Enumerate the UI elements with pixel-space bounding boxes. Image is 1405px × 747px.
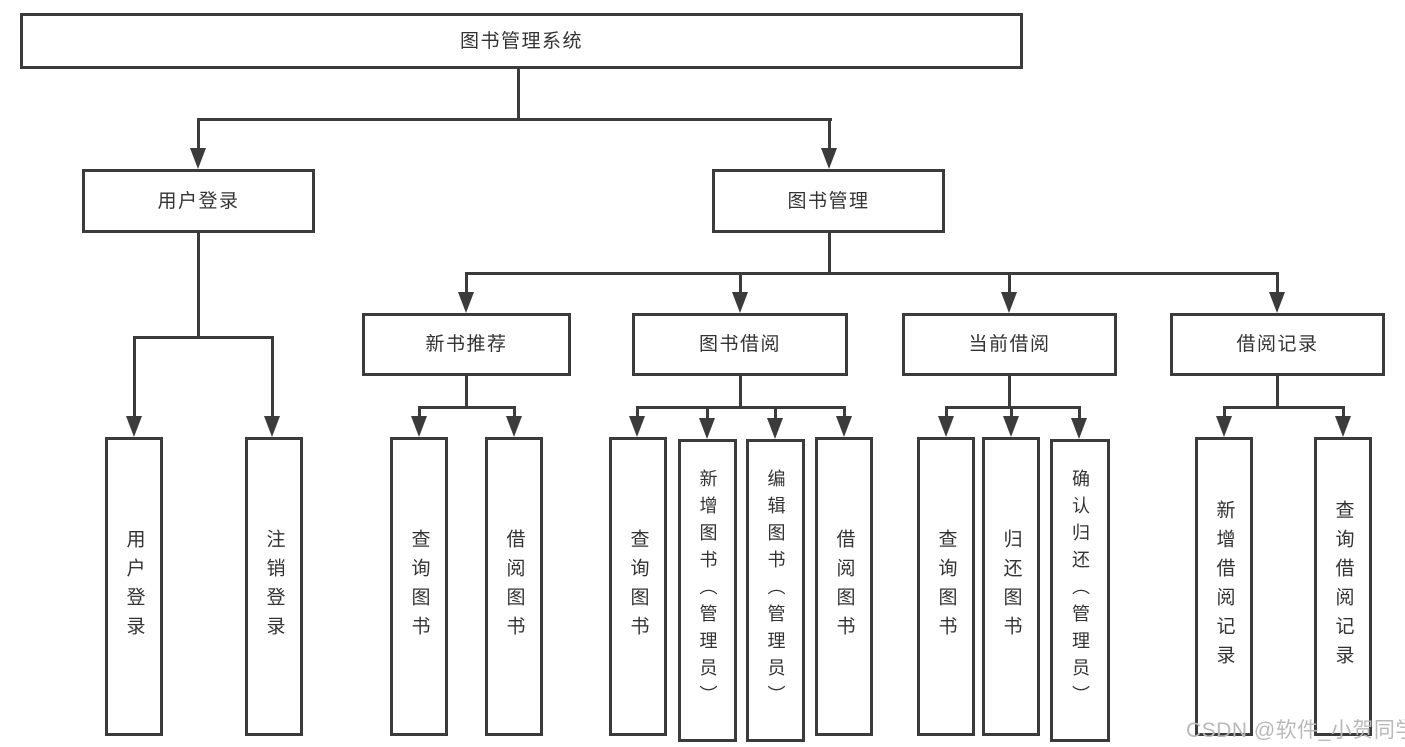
node-system-root-label: 图书管理系统 [459,30,583,52]
leaf-query-book-borrow-label: 查询图书 [627,528,649,645]
connector-line [196,117,832,121]
leaf-logout-label: 注销登录 [263,528,285,645]
arrow-down-icon [190,148,206,169]
leaf-add-book-admin-label: 新增图书（管理员） [697,469,718,712]
node-book-management: 图书管理 [712,169,945,233]
connector-line [464,273,468,300]
arrow-down-icon [1335,416,1351,437]
arrow-down-icon [264,416,280,437]
arrow-down-icon [411,416,427,437]
arrow-down-icon [1071,418,1087,439]
connector-line [1009,407,1013,424]
arrow-down-icon [1003,416,1019,437]
connector-line [1077,407,1081,426]
connector-line [1222,407,1226,424]
leaf-return-book-label: 归还图书 [1000,528,1022,645]
arrow-down-icon [767,418,783,439]
leaf-query-book-borrow: 查询图书 [609,437,667,736]
leaf-borrow-book-recommend: 借阅图书 [485,437,543,736]
leaf-query-borrow-record: 查询借阅记录 [1314,437,1372,736]
arrow-down-icon [1269,292,1285,313]
connector-line [1275,376,1279,407]
connector-line [1007,376,1011,407]
connector-line [132,335,274,339]
arrow-down-icon [732,292,748,313]
arrow-down-icon [938,416,954,437]
node-new-book-recommend: 新书推荐 [362,313,571,376]
connector-line [196,119,200,155]
node-borrow-records: 借阅记录 [1170,313,1385,376]
connector-line [417,407,421,424]
connector-line [1007,273,1011,300]
node-book-borrow: 图书借阅 [632,313,848,376]
connector-line [196,233,200,337]
node-new-book-recommend-label: 新书推荐 [425,334,508,355]
node-user-login-label: 用户登录 [157,190,240,212]
connector-line [827,233,831,273]
leaf-query-book-recommend: 查询图书 [390,437,448,736]
leaf-user-login: 用户登录 [105,437,163,736]
connector-line [270,337,274,424]
leaf-edit-book-admin: 编辑图书（管理员） [746,439,805,742]
connector-line [417,405,516,409]
leaf-edit-book-admin-label: 编辑图书（管理员） [765,469,786,712]
arrow-down-icon [506,416,522,437]
connector-line [1222,405,1345,409]
connector-line [1341,407,1345,424]
node-book-borrow-label: 图书借阅 [698,334,781,355]
leaf-user-login-label: 用户登录 [123,528,145,645]
connector-line [738,376,742,407]
arrow-down-icon [699,418,715,439]
arrow-down-icon [821,148,837,169]
connector-line [842,407,846,424]
node-book-management-label: 图书管理 [787,190,870,212]
leaf-borrow-book-borrow-label: 借阅图书 [833,528,855,645]
node-system-root: 图书管理系统 [20,13,1023,69]
arrow-down-icon [458,292,474,313]
connector-line [944,407,948,424]
node-current-borrow: 当前借阅 [902,313,1117,376]
connector-line [516,69,520,119]
leaf-add-borrow-record: 新增借阅记录 [1195,437,1253,736]
connector-line [944,405,1081,409]
arrow-down-icon [836,416,852,437]
connector-line [512,407,516,424]
connector-line [635,405,846,409]
connector-line [827,119,831,155]
leaf-add-book-admin: 新增图书（管理员） [678,439,737,742]
connector-line [1275,273,1279,300]
arrow-down-icon [1216,416,1232,437]
leaf-query-book-current-label: 查询图书 [935,528,957,645]
leaf-query-book-recommend-label: 查询图书 [408,528,430,645]
connector-line [464,271,1279,275]
leaf-confirm-return-admin: 确认归还（管理员） [1050,439,1110,742]
arrow-down-icon [1001,292,1017,313]
node-user-login: 用户登录 [82,169,315,233]
leaf-return-book: 归还图书 [982,437,1040,736]
node-current-borrow-label: 当前借阅 [968,334,1051,355]
connector-line [635,407,639,424]
leaf-confirm-return-admin-label: 确认归还（管理员） [1070,469,1090,712]
leaf-add-borrow-record-label: 新增借阅记录 [1213,499,1235,674]
node-borrow-records-label: 借阅记录 [1236,334,1319,355]
arrow-down-icon [126,416,142,437]
leaf-query-borrow-record-label: 查询借阅记录 [1332,499,1354,674]
leaf-logout: 注销登录 [245,437,303,736]
connector-line [132,337,136,424]
connector-line [464,376,468,407]
leaf-query-book-current: 查询图书 [917,437,975,736]
connector-line [705,407,709,426]
connector-line [738,273,742,300]
leaf-borrow-book-borrow: 借阅图书 [815,437,873,736]
arrow-down-icon [629,416,645,437]
watermark: CSDN @软件_小贺同学 [1186,719,1405,742]
leaf-borrow-book-recommend-label: 借阅图书 [503,528,525,645]
connector-line [773,407,777,426]
